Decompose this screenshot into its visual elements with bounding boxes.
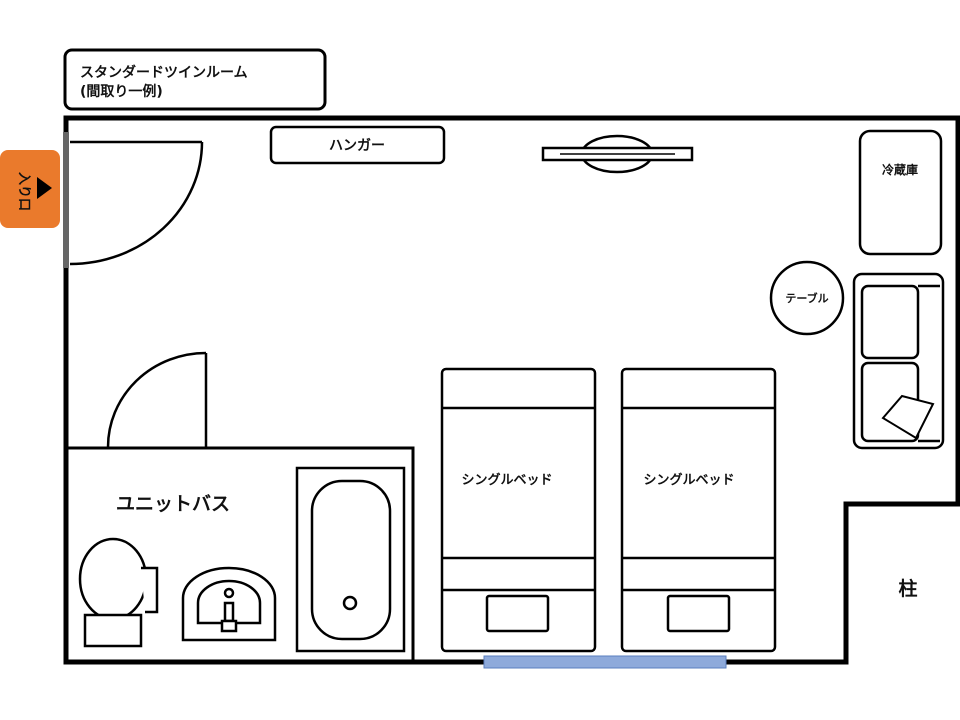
table: テーブル <box>769 260 845 336</box>
bath-door-swing <box>106 351 208 448</box>
tv-icon <box>541 134 694 174</box>
hanger-label: ハンガー <box>329 138 385 154</box>
entrance-tag[interactable]: 入り口 <box>0 150 60 228</box>
sofa-icon <box>852 272 945 450</box>
pillow-left <box>485 594 550 633</box>
fridge-label: 冷蔵庫 <box>882 162 918 177</box>
bed-right-label: シングルベッド <box>643 472 734 488</box>
entrance-arrow-icon <box>37 177 52 199</box>
pillar-label: 柱 <box>898 577 917 600</box>
bed-right: シングルベッド <box>620 367 777 653</box>
title-box: スタンダードツインルーム (間取り一例) <box>63 48 327 111</box>
hanger: ハンガー <box>269 125 446 165</box>
room-walls <box>63 115 960 665</box>
unit-bath-label: ユニットバス <box>116 493 230 515</box>
title-line-2: (間取り一例) <box>80 83 163 100</box>
entrance-door-frame <box>63 132 69 268</box>
window <box>483 655 727 669</box>
sink-icon <box>181 566 277 642</box>
fridge: 冷蔵庫 <box>858 129 943 256</box>
toilet-icon <box>78 537 159 648</box>
bed-left-label: シングルベッド <box>461 472 552 488</box>
title-line-1: スタンダードツインルーム <box>80 64 248 81</box>
bathtub-icon <box>295 466 406 653</box>
table-label: テーブル <box>785 291 828 305</box>
entrance-door-swing <box>69 140 204 266</box>
pillow-right <box>666 594 731 633</box>
bed-left: シングルベッド <box>440 367 597 653</box>
unit-bath-walls <box>66 446 415 662</box>
entrance-label: 入り口 <box>16 172 31 211</box>
